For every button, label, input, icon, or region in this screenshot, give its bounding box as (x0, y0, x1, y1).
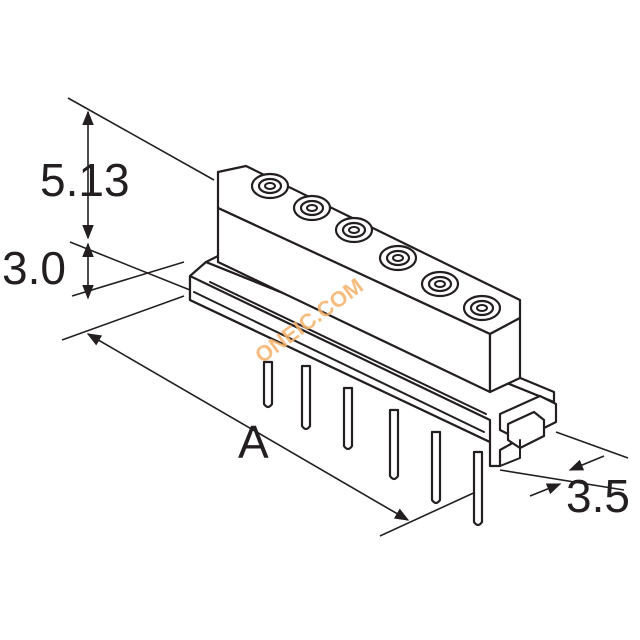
contact-hole (378, 244, 418, 272)
contact-hole (462, 294, 502, 322)
contact-holes (250, 172, 502, 322)
contact-hole (420, 270, 460, 298)
contact-hole (334, 216, 374, 244)
contact-hole (292, 194, 332, 222)
dim-label-width: 3.5 (566, 470, 630, 522)
contact-hole (250, 172, 290, 200)
dimension-arrows (82, 110, 605, 521)
dim-label-lower-height: 3.0 (2, 242, 66, 294)
pins (262, 360, 484, 527)
dim-label-length: A (238, 416, 269, 468)
dim-label-upper-height: 5.13 (40, 154, 130, 206)
